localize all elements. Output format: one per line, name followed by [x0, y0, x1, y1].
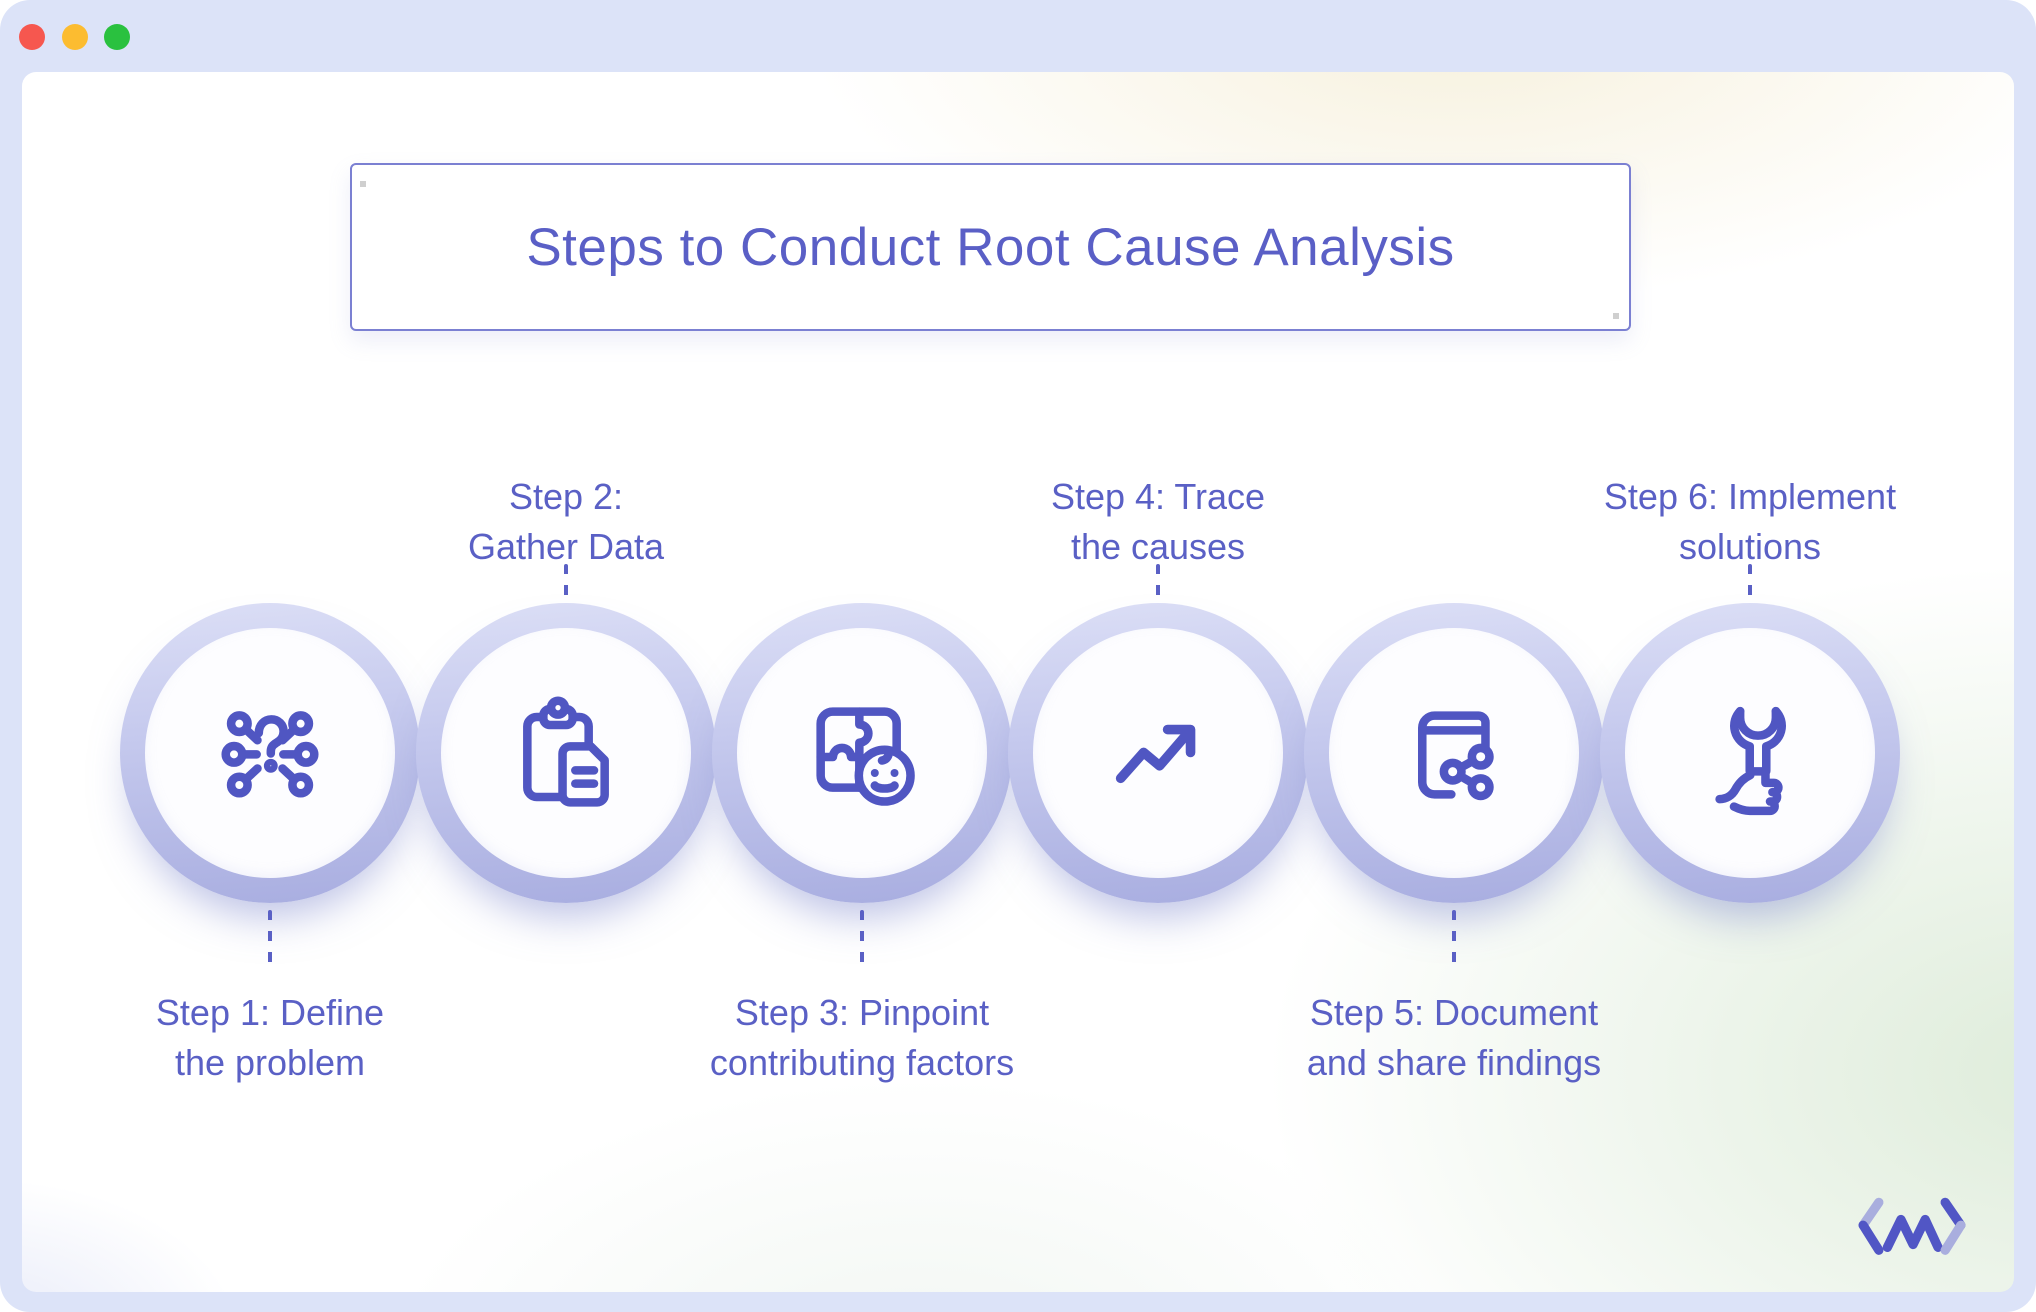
maximize-button[interactable]: [104, 24, 130, 50]
trend-up-arrow-icon: [1115, 724, 1196, 784]
close-button[interactable]: [19, 24, 45, 50]
step-4-circle: [1008, 603, 1308, 903]
wrench-in-hand-icon: [1715, 706, 1786, 816]
step-3-label-line2: contributing factors: [709, 1042, 1015, 1084]
step-6-label-line2: solutions: [1678, 526, 1822, 568]
step-3-connector: [860, 910, 864, 972]
infographic-canvas: Steps to Conduct Root Cause Analysis Ste…: [22, 72, 2014, 1292]
title-box: Steps to Conduct Root Cause Analysis: [350, 163, 1631, 331]
step-4-connector: [1156, 564, 1160, 600]
step-2-label-line1: Step 2:: [508, 476, 624, 517]
step-6-label: Step 6: Implement solutions: [1510, 472, 1990, 573]
selection-handle: [1613, 313, 1619, 319]
selection-handle: [360, 181, 366, 187]
step-6-circle: [1600, 603, 1900, 903]
step-4-label: Step 4: Trace the causes: [918, 472, 1398, 573]
step-6-label-line1: Step 6: Implement: [1603, 476, 1897, 517]
step-4-label-line1: Step 4: Trace: [1050, 476, 1266, 517]
puzzle-face-icon: [816, 707, 915, 806]
step-1-label-line2: the problem: [174, 1042, 366, 1084]
step-1-circle: [120, 603, 420, 903]
code-zigzag-logo: [1858, 1197, 1966, 1255]
step-4-label-line2: the causes: [1070, 526, 1246, 568]
step-2-label-line2: Gather Data: [467, 526, 665, 568]
step-5-circle: [1304, 603, 1604, 903]
step-5-label-line1: Step 5: Document: [1309, 992, 1599, 1033]
mind-map-question-icon: [221, 711, 319, 798]
step-6-connector: [1748, 564, 1752, 600]
step-3-circle: [712, 603, 1012, 903]
step-3-label-line1: Step 3: Pinpoint: [734, 992, 990, 1033]
step-2-connector: [564, 564, 568, 600]
step-5-label: Step 5: Document and share findings: [1214, 988, 1694, 1089]
step-1-label-line1: Step 1: Define: [155, 992, 385, 1033]
page-title: Steps to Conduct Root Cause Analysis: [526, 217, 1455, 277]
minimize-button[interactable]: [62, 24, 88, 50]
clipboard-report-icon: [523, 696, 609, 807]
step-1-label: Step 1: Define the problem: [30, 988, 510, 1089]
step-1-connector: [268, 910, 272, 972]
step-5-connector: [1452, 910, 1456, 972]
step-2-circle: [416, 603, 716, 903]
step-2-label: Step 2: Gather Data: [326, 472, 806, 573]
step-3-label: Step 3: Pinpoint contributing factors: [622, 988, 1102, 1089]
step-5-label-line2: and share findings: [1306, 1042, 1602, 1084]
book-share-icon: [1418, 711, 1494, 801]
